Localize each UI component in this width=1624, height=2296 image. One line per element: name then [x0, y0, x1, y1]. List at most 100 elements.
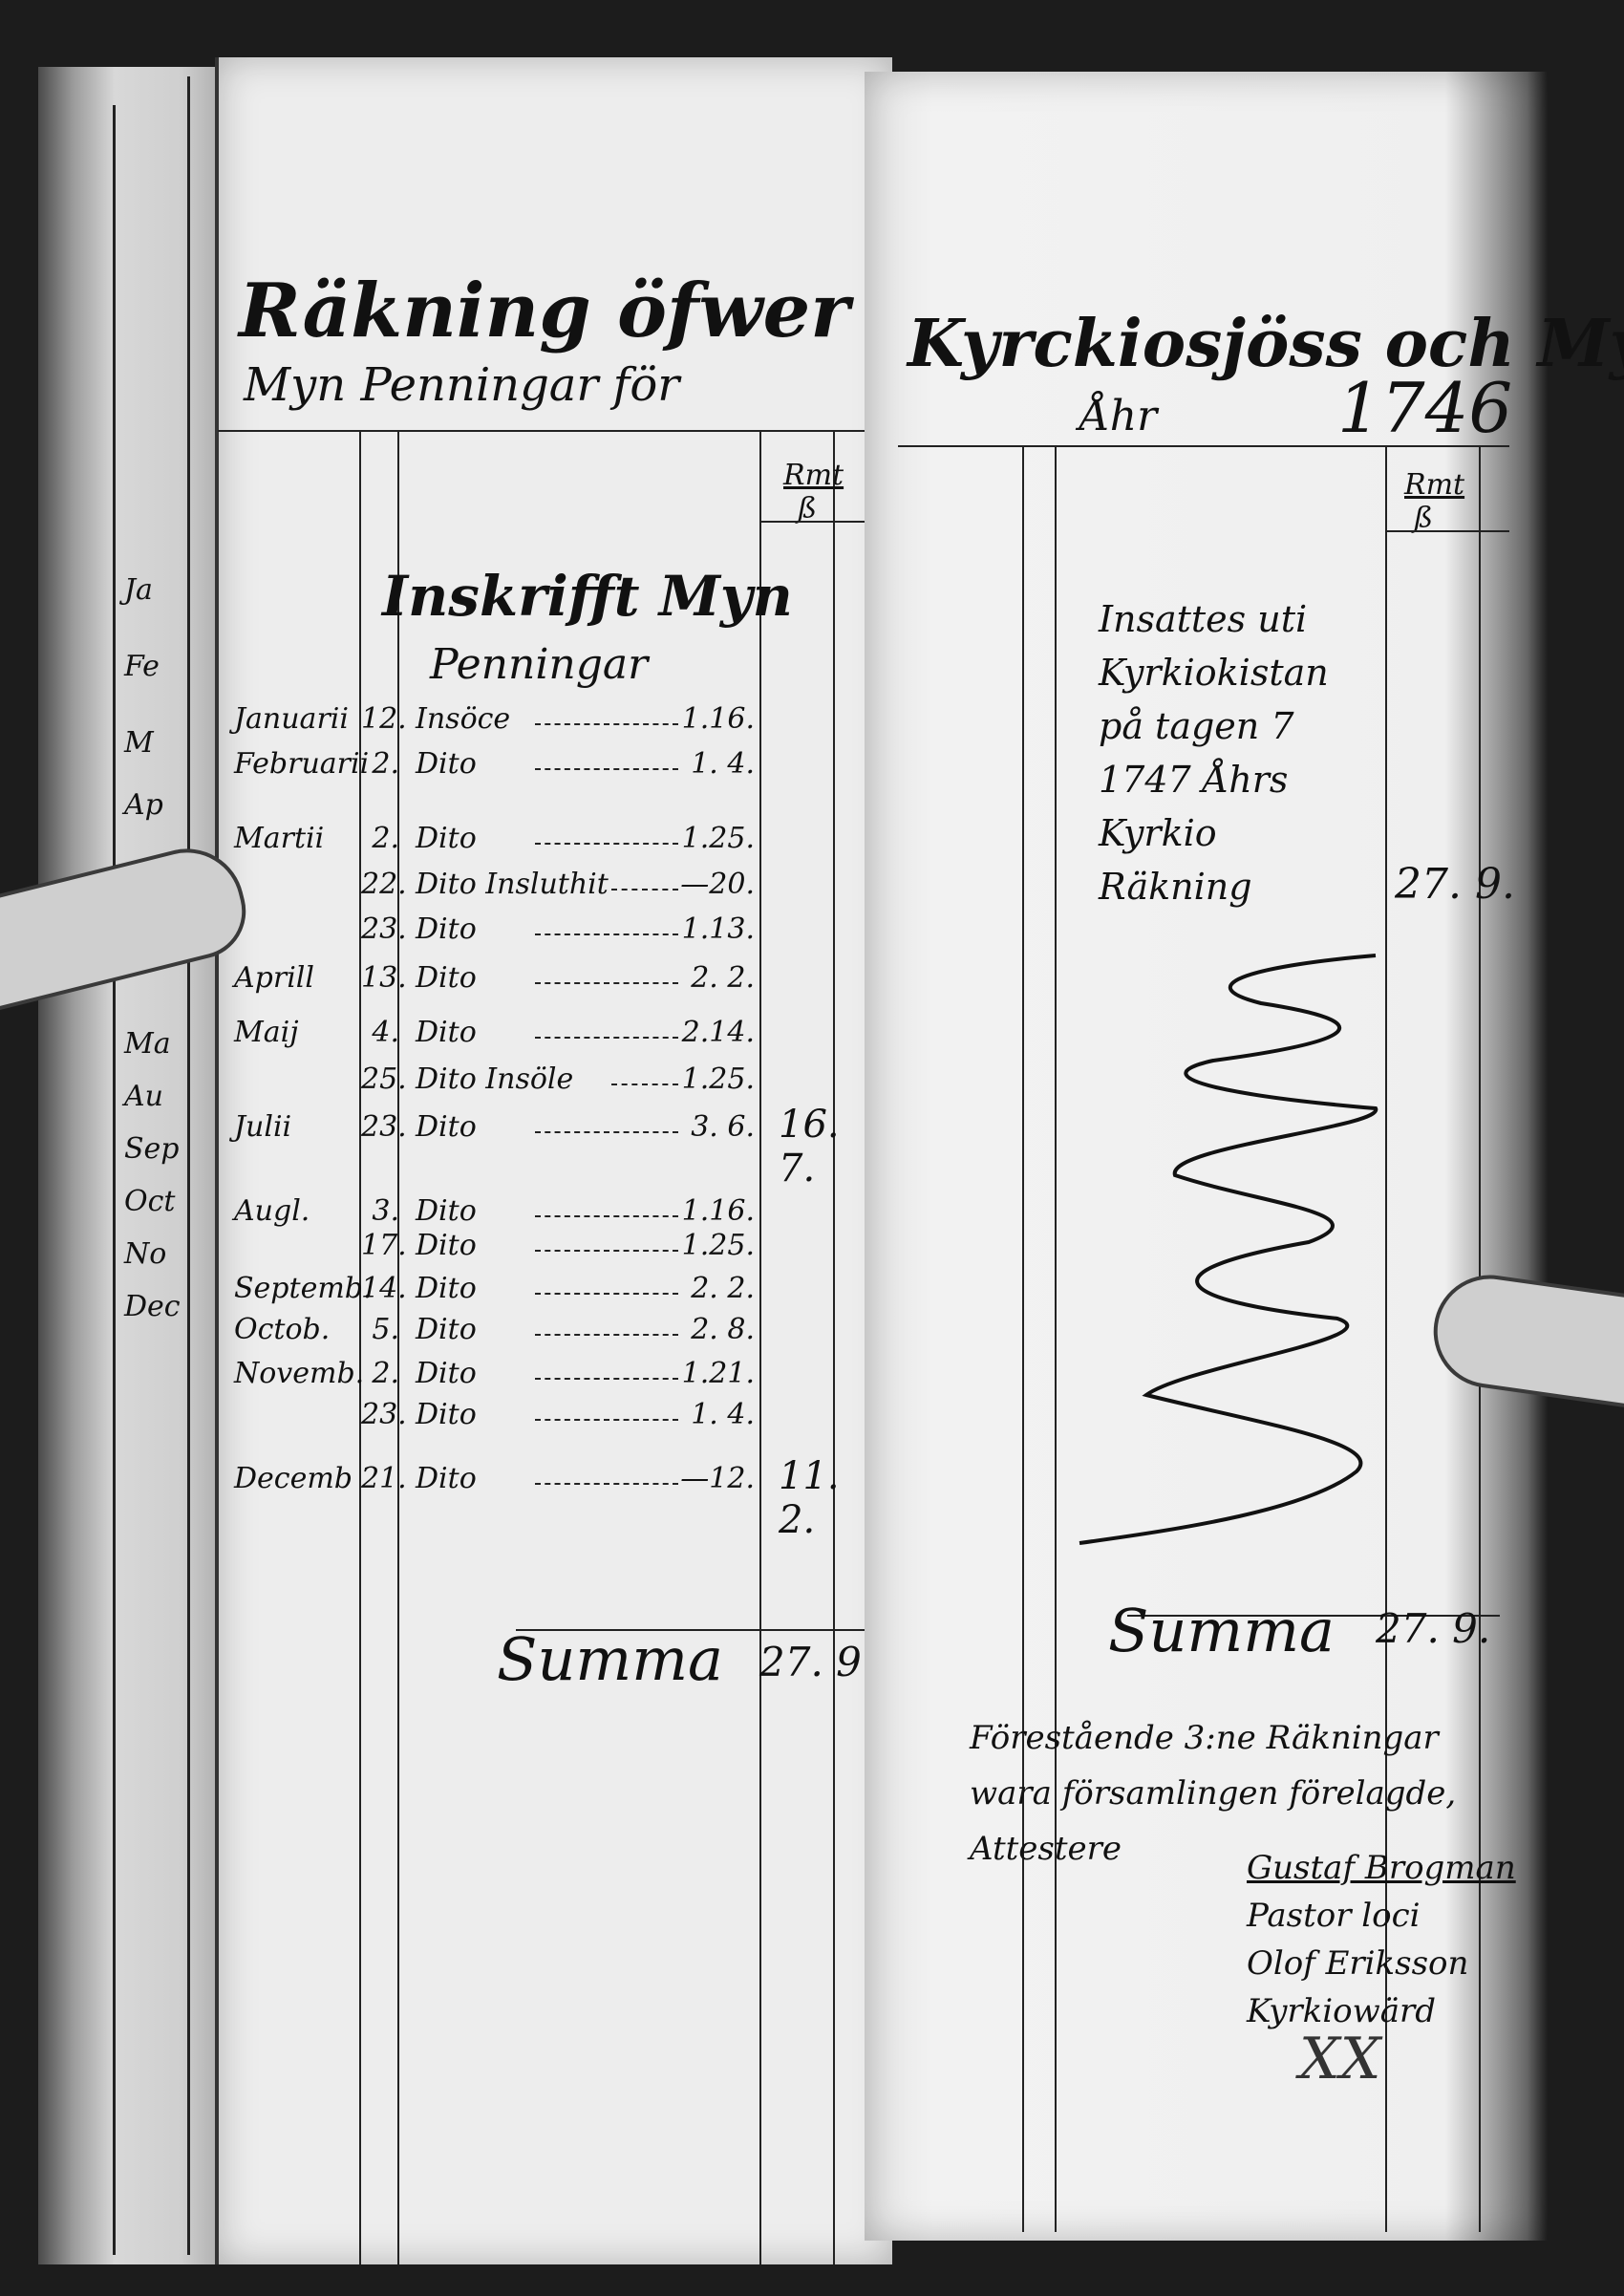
entry-amount: 2. 2.: [691, 1272, 755, 1305]
entry-amount: 2.14.: [681, 1016, 755, 1049]
leader-line: [535, 723, 678, 725]
leader-line: [535, 843, 678, 845]
leader-line: [535, 1483, 678, 1485]
entry-amount: 1.25.: [681, 1229, 755, 1262]
entry-day: 3.: [372, 1194, 399, 1228]
signature-name: Gustaf Brogman: [1247, 1849, 1516, 1887]
entry-subtotal: 16. 7.: [779, 1103, 840, 1191]
signatures: Gustaf Brogman Pastor loci Olof Eriksson…: [1247, 1844, 1516, 2035]
entry-description: Dito: [416, 822, 477, 855]
leader-line: [611, 1084, 678, 1085]
page-stack-edge: [38, 67, 229, 2264]
entry-amount: 1. 4.: [691, 1398, 755, 1431]
entry-month: Septemb.: [234, 1272, 373, 1305]
attestation-note: Förestående 3:ne Räkningar wara församli…: [970, 1710, 1456, 1877]
column-line: [759, 430, 761, 2264]
entry-amount: 1.25.: [681, 822, 755, 855]
entry-amount: 1.13.: [681, 912, 755, 946]
left-page: [215, 57, 892, 2264]
entry-description: Dito: [416, 961, 477, 995]
entry-month: Novemb.: [234, 1357, 365, 1390]
summa-value: 27. 9.: [1376, 1605, 1491, 1652]
entry-month: Martii: [234, 822, 325, 855]
leader-line: [535, 982, 678, 984]
entry-day: 25.: [361, 1062, 407, 1096]
margin-text: Ja: [124, 573, 153, 607]
column-line: [833, 430, 835, 2264]
entry-description: Dito: [416, 1357, 477, 1390]
entry-line: Räkning: [1099, 866, 1252, 908]
currency-major-header: Rmt: [1404, 468, 1465, 502]
entry-description: Dito: [416, 1016, 477, 1049]
summa-rule: [516, 1629, 879, 1631]
page-edge-line: [187, 76, 190, 2255]
entry-amount: 1.25.: [681, 1062, 755, 1096]
currency-header-rule: [759, 521, 874, 523]
leader-line: [611, 889, 678, 891]
margin-text: Sep: [124, 1132, 180, 1166]
summa-label: Summa: [1108, 1596, 1335, 1665]
entry-day: 22.: [361, 868, 407, 901]
entry-description: Insöce: [416, 702, 511, 736]
note-line: wara församlingen förelagde,: [970, 1774, 1457, 1813]
entry-description: Dito Insluthit: [416, 868, 609, 901]
entry-month: Decemb: [234, 1462, 353, 1495]
summa-label: Summa: [497, 1624, 723, 1694]
note-line: Attestere: [970, 1830, 1122, 1868]
currency-header-rule: [1385, 530, 1509, 532]
entry-day: 2.: [372, 747, 399, 781]
entry-line: Kyrkiokistan: [1099, 652, 1329, 694]
header-rule: [898, 445, 1509, 447]
entry-day: 13.: [361, 961, 407, 995]
entry-description: Dito: [416, 1313, 477, 1346]
entry-amount: —20.: [680, 868, 755, 901]
leader-line: [535, 1378, 678, 1380]
entry-amount: —12.: [680, 1462, 755, 1495]
entry-amount: 3. 6.: [691, 1110, 755, 1144]
entry-description: Dito: [416, 1110, 477, 1144]
entry-amount: 1.21.: [681, 1357, 755, 1390]
entry-line: 1747 Åhrs: [1099, 759, 1289, 801]
margin-text: Ma: [124, 1027, 171, 1061]
entry-day: 5.: [372, 1313, 399, 1346]
entry-month: Augl.: [234, 1194, 310, 1228]
signature-title: Kyrkiowärd: [1247, 1992, 1437, 2030]
entry-amount: 2. 8.: [691, 1313, 755, 1346]
currency-minor-header: ß: [1414, 502, 1434, 535]
entry-line: Insattes uti: [1099, 598, 1308, 640]
entry-amount: 1. 4.: [691, 747, 755, 781]
leader-line: [535, 1037, 678, 1039]
entry-description: Dito: [416, 1194, 477, 1228]
entry-subtotal: 11. 2.: [779, 1454, 840, 1542]
leader-line: [535, 1131, 678, 1133]
entry-day: 2.: [372, 822, 399, 855]
section-heading-line1: Inskrifft Myn: [382, 564, 793, 629]
leader-line: [535, 768, 678, 770]
entry-day: 14.: [361, 1272, 407, 1305]
right-entry-text: Insattes uti Kyrkiokistan på tagen 7 174…: [1099, 592, 1329, 913]
margin-text: Ap: [124, 788, 163, 822]
entry-description: Dito: [416, 1229, 477, 1262]
column-line: [1022, 445, 1024, 2232]
entry-month: Januarii: [234, 702, 349, 736]
column-line: [1055, 445, 1057, 2232]
currency-major-header: Rmt: [783, 459, 844, 492]
entry-amount: 2. 2.: [691, 961, 755, 995]
summa-value: 27. 9.: [759, 1639, 875, 1685]
currency-minor-header: ß: [798, 492, 818, 526]
column-line: [359, 430, 361, 2264]
signature-name: Olof Eriksson: [1247, 1944, 1469, 1983]
entry-day: 12.: [361, 702, 407, 736]
leader-line: [535, 933, 678, 935]
entry-description: Dito: [416, 1462, 477, 1495]
